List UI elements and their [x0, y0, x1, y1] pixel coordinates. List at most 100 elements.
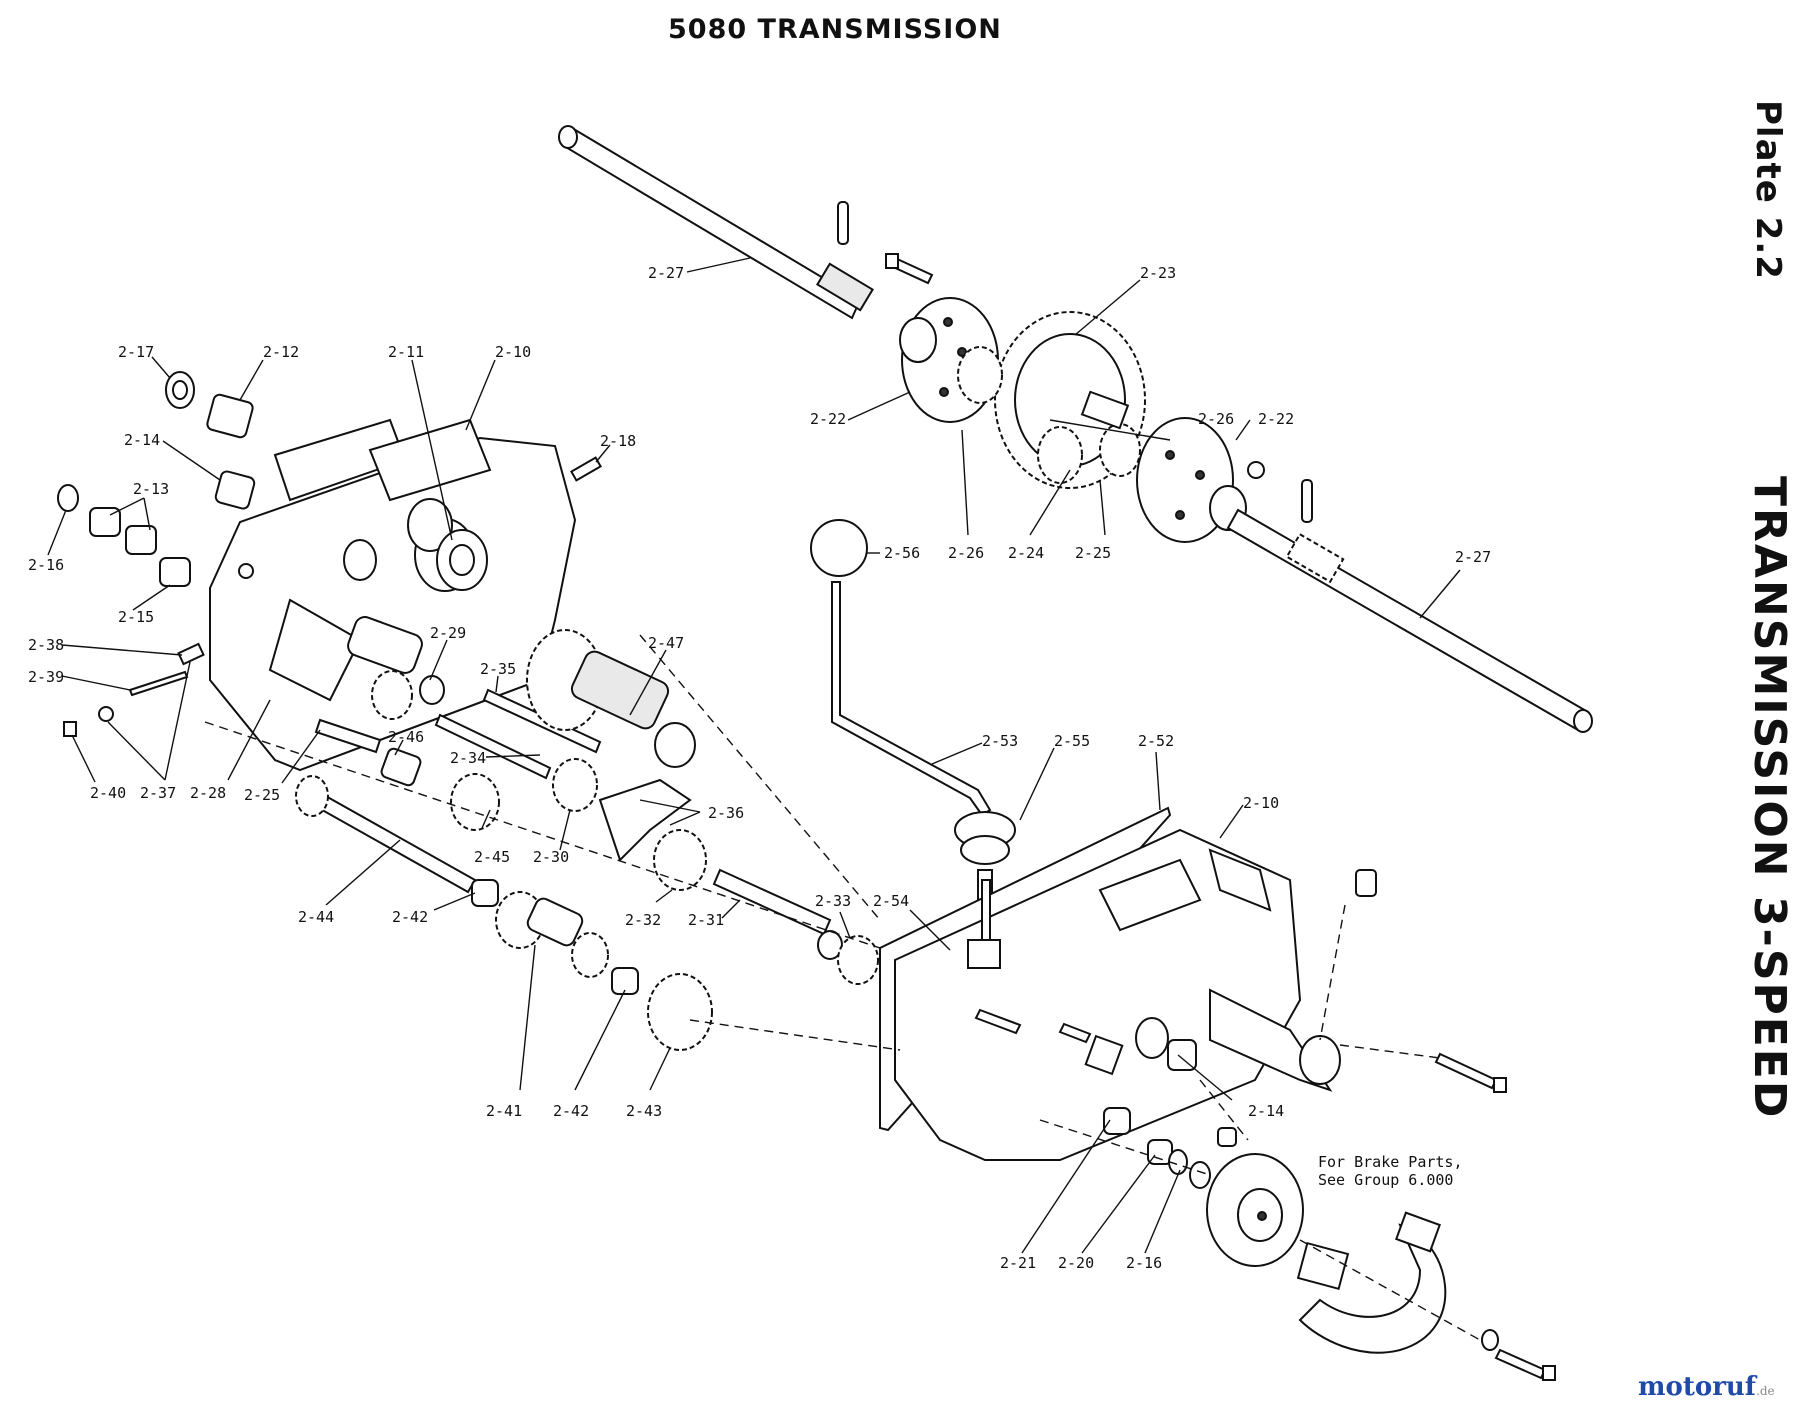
- watermark-main: motoruf: [1638, 1372, 1756, 1402]
- callout-label: 2-45: [474, 848, 510, 866]
- gear-2-41-cluster: [495, 891, 609, 978]
- brake-drum: [1206, 1153, 1304, 1267]
- shaft-2-44: [295, 775, 477, 894]
- shaft-2-34: [434, 713, 552, 780]
- shaft-2-25-left: [314, 718, 382, 754]
- shift-lever: [831, 581, 992, 817]
- callout-label: 2-25: [244, 786, 280, 804]
- brake-note-line-2: See Group 6.000: [1318, 1171, 1454, 1189]
- callout-label: 2-24: [1008, 544, 1044, 562]
- callout-label: 2-16: [1126, 1254, 1162, 1272]
- interlock-block: [967, 879, 1001, 969]
- axle-shaft-left: [558, 125, 874, 320]
- callout-label: 2-42: [553, 1102, 589, 1120]
- callout-label: 2-13: [133, 480, 169, 498]
- brake-band: [1298, 1211, 1447, 1354]
- gear-2-32: [653, 829, 707, 891]
- bushings-2-13: [89, 507, 157, 555]
- callout-label: 2-30: [533, 848, 569, 866]
- callout-label: 2-21: [1000, 1254, 1036, 1272]
- bearing-2-11: [436, 529, 488, 591]
- bushing-2-29: [419, 675, 445, 705]
- gear-2-47: [526, 629, 696, 768]
- gear-2-43: [647, 973, 713, 1051]
- plug-small: [1217, 1127, 1237, 1147]
- callout-label: 2-53: [982, 732, 1018, 750]
- callout-label: 2-35: [480, 660, 516, 678]
- bushing-2-14: [214, 470, 256, 510]
- callout-label: 2-12: [263, 343, 299, 361]
- breather-plug: [1355, 869, 1377, 897]
- callout-label: 2-46: [388, 728, 424, 746]
- shaft-2-31: [712, 868, 832, 936]
- bushing-2-46: [380, 747, 422, 787]
- roll-pin-top: [837, 201, 849, 245]
- callout-label: 2-25: [1075, 544, 1111, 562]
- callout-label: 2-56: [884, 544, 920, 562]
- brake-bolt: [1481, 1329, 1556, 1381]
- seal-2-17: [165, 371, 195, 409]
- callout-label: 2-32: [625, 911, 661, 929]
- bushing-2-42-lower: [611, 967, 639, 995]
- callout-label: 2-36: [708, 804, 744, 822]
- callout-label: 2-16: [28, 556, 64, 574]
- callout-label: 2-26: [1198, 410, 1234, 428]
- callout-label: 2-40: [90, 784, 126, 802]
- callout-label: 2-31: [688, 911, 724, 929]
- callout-label: 2-47: [648, 634, 684, 652]
- differential-pinions: [957, 346, 1141, 484]
- page-title: 5080 TRANSMISSION: [668, 14, 1002, 45]
- nut-right: [1247, 461, 1265, 479]
- watermark-suffix: .de: [1756, 1384, 1775, 1398]
- side-title: TRANSMISSION 3-SPEED: [1744, 476, 1795, 1120]
- gear-2-28-cluster: [347, 616, 423, 720]
- callout-label: 2-27: [648, 264, 684, 282]
- seal-2-14-right: [1135, 1017, 1197, 1071]
- callout-label: 2-15: [118, 608, 154, 626]
- callout-label: 2-27: [1455, 548, 1491, 566]
- washer-2-16: [57, 484, 79, 512]
- callout-label: 2-22: [810, 410, 846, 428]
- center-lines: [204, 634, 1481, 1341]
- bolts-small: [974, 1008, 1124, 1076]
- gear-2-33: [817, 930, 879, 985]
- callout-label: 2-28: [190, 784, 226, 802]
- callout-label: 2-54: [873, 892, 909, 910]
- bushing-2-12: [206, 393, 254, 439]
- detent-parts: [63, 642, 205, 737]
- callout-label: 2-29: [430, 624, 466, 642]
- bolt-right: [1434, 1052, 1507, 1093]
- callout-label: 2-23: [1140, 264, 1176, 282]
- axle-shaft-right: [1226, 508, 1593, 733]
- housing-right: [894, 828, 1302, 1161]
- plate-number: Plate 2.2: [1748, 100, 1788, 280]
- callout-label: 2-37: [140, 784, 176, 802]
- shift-forks-2-36: [598, 778, 692, 862]
- pin-2-18: [570, 456, 602, 482]
- bushing-2-15: [159, 557, 191, 587]
- output-sleeve: [1209, 988, 1341, 1092]
- callout-label: 2-10: [495, 343, 531, 361]
- shift-knob: [810, 519, 868, 577]
- bushing-2-42-upper: [471, 879, 499, 907]
- callout-label: 2-52: [1138, 732, 1174, 750]
- callouts: 2-27 2-23 2-17 2-12 2-11 2-10 2-22 2-26 …: [28, 264, 1491, 1272]
- watermark: motoruf.de: [1638, 1372, 1775, 1402]
- callout-label: 2-33: [815, 892, 851, 910]
- gear-2-45: [450, 773, 500, 831]
- callout-label: 2-34: [450, 749, 486, 767]
- callout-label: 2-22: [1258, 410, 1294, 428]
- callout-label: 2-42: [392, 908, 428, 926]
- brake-note-line-1: For Brake Parts,: [1318, 1153, 1463, 1171]
- callout-label: 2-44: [298, 908, 334, 926]
- leader-lines: [47, 257, 1461, 1254]
- roll-pin-right: [1301, 479, 1313, 523]
- callout-label: 2-17: [118, 343, 154, 361]
- housing-left: [209, 418, 577, 772]
- callout-label: 2-10: [1243, 794, 1279, 812]
- callout-label: 2-26: [948, 544, 984, 562]
- callout-label: 2-14: [124, 431, 160, 449]
- brake-block: [1296, 1241, 1350, 1291]
